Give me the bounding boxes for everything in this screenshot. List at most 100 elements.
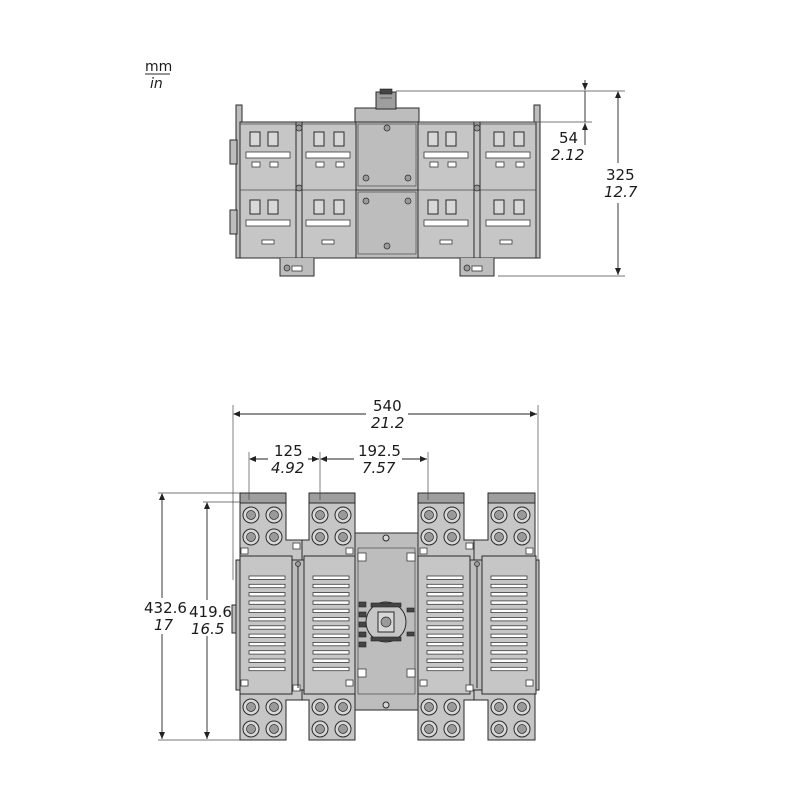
contact-cells-lower: [245, 199, 531, 245]
center-operator: [354, 532, 419, 711]
terminal-bolt: [334, 698, 352, 716]
terminal-bolt: [490, 720, 508, 738]
vent-slot: [248, 650, 286, 655]
vent-slot: [426, 633, 464, 638]
terminal-bolt: [420, 528, 438, 546]
ventilation-slots: [248, 575, 528, 672]
vent-slot: [490, 608, 528, 614]
left-side-clip-bottom: [229, 209, 238, 235]
vent-slot: [490, 600, 528, 605]
dim-total-width-in: 21.2: [371, 414, 404, 432]
vent-slot: [248, 583, 286, 589]
unit-mm-label: mm: [145, 59, 172, 75]
vent-slot: [312, 600, 350, 605]
vent-slot: [490, 642, 528, 647]
terminal-bolt: [443, 506, 461, 524]
terminal-bolt: [311, 506, 329, 524]
vent-slot: [426, 600, 464, 605]
terminal-caps: [239, 492, 536, 504]
vent-slot: [312, 666, 350, 672]
vent-slot: [426, 583, 464, 589]
pole-hardware: [240, 542, 534, 692]
mounting-feet-top-view: [279, 258, 495, 277]
left-side-clip-top: [229, 139, 238, 165]
vent-slot: [426, 617, 464, 622]
terminal-bolt: [265, 528, 283, 546]
vent-slot: [490, 658, 528, 663]
terminal-bolts: [242, 506, 531, 738]
dim-pole-pitch-in: 4.92: [271, 459, 304, 477]
vent-slot: [426, 575, 464, 580]
vent-slot: [426, 642, 464, 647]
vent-slot: [248, 625, 286, 630]
dim-pole-pitch-mm: 125: [274, 442, 303, 460]
dim-body-height-mm: 419.6: [189, 603, 232, 621]
terminal-bolt: [443, 698, 461, 716]
front-view: 540 21.2 125 4.92 192.5 7.57 432.6 17 41…: [144, 397, 540, 741]
terminal-bolt: [513, 506, 531, 524]
vent-slot: [490, 666, 528, 672]
terminal-bolt: [490, 506, 508, 524]
terminal-bolt: [490, 698, 508, 716]
vent-slot: [426, 658, 464, 663]
terminal-bolt: [334, 720, 352, 738]
terminal-bolt: [265, 506, 283, 524]
vent-slot: [490, 592, 528, 597]
handle-shaft: [375, 91, 397, 110]
dim-handle-height-mm: 54: [559, 129, 578, 147]
handle-base: [354, 107, 420, 123]
vent-slot: [312, 617, 350, 622]
vent-slot: [312, 583, 350, 589]
terminal-bolt: [513, 698, 531, 716]
vent-slot: [312, 633, 350, 638]
vent-slot: [490, 633, 528, 638]
top-view: 54 2.12 325 12.7: [229, 80, 638, 277]
terminal-bolt: [334, 528, 352, 546]
dim-overall-height-mm: 432.6: [144, 599, 187, 617]
unit-in-label: in: [150, 76, 163, 92]
center-mechanism: [355, 119, 419, 259]
vent-slot: [248, 600, 286, 605]
terminal-bolt: [420, 506, 438, 524]
terminal-bolt: [513, 528, 531, 546]
terminal-bolt: [242, 698, 260, 716]
vent-slot: [426, 592, 464, 597]
terminal-bolt: [311, 720, 329, 738]
terminal-bolt: [242, 506, 260, 524]
vent-slot: [426, 608, 464, 614]
terminal-bolt: [334, 506, 352, 524]
vent-slot: [312, 650, 350, 655]
terminal-bolt: [242, 528, 260, 546]
vent-slot: [490, 617, 528, 622]
vent-slot: [312, 608, 350, 614]
vent-slot: [248, 608, 286, 614]
dim-total-width-mm: 540: [373, 397, 402, 415]
dim-handle-height-in: 2.12: [551, 146, 584, 164]
terminal-bolt: [443, 528, 461, 546]
vent-slot: [490, 625, 528, 630]
terminal-bolt: [490, 528, 508, 546]
terminal-bolt: [420, 698, 438, 716]
dim-total-height-mm: 325: [606, 166, 635, 184]
vent-slot: [426, 666, 464, 672]
vent-slot: [248, 642, 286, 647]
vent-slot: [490, 650, 528, 655]
dim-body-height-in: 16.5: [191, 620, 224, 638]
dim-total-height-in: 12.7: [604, 183, 638, 201]
vent-slot: [312, 592, 350, 597]
terminal-bolt: [265, 720, 283, 738]
terminal-bolt: [311, 528, 329, 546]
terminal-bolt: [265, 698, 283, 716]
contact-cells-upper: [245, 131, 531, 168]
vent-slot: [312, 658, 350, 663]
vent-slot: [312, 642, 350, 647]
dim-center-pitch-mm: 192.5: [358, 442, 401, 460]
dim-overall-height-in: 17: [154, 616, 174, 634]
vent-slot: [312, 575, 350, 580]
top-view-dimensions: 54 2.12 325 12.7: [396, 80, 638, 277]
unit-legend: mm in: [145, 59, 172, 92]
front-view-dimensions: 540 21.2 125 4.92 192.5 7.57 432.6 17 41…: [144, 397, 539, 741]
vent-slot: [248, 592, 286, 597]
vent-slot: [426, 625, 464, 630]
